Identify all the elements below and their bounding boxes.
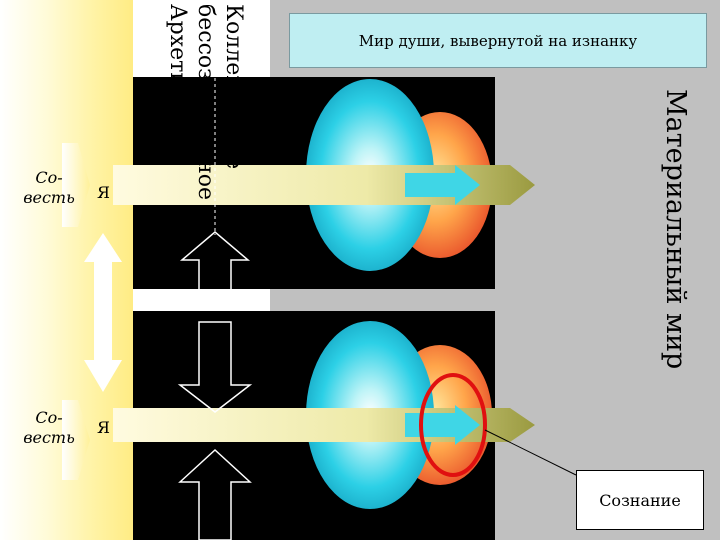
left-arrow-top — [62, 143, 90, 227]
hollow-arrow-up-2 — [178, 448, 252, 540]
page-title: Мир души, вывернутой на изнанку — [289, 13, 707, 68]
double-arrow — [84, 233, 122, 392]
left-arrow-bottom — [62, 400, 90, 480]
ego-label-bottom: Я — [97, 418, 110, 437]
material-world-label: Материальный мир — [655, 85, 705, 445]
vertical-text-line-2: бессознательное — [193, 4, 218, 200]
beam-arrow-top — [405, 165, 480, 205]
consciousness-pointer — [484, 429, 577, 476]
conscience-label-bottom: Со- весть — [23, 408, 75, 447]
material-world-text: Материальный мир — [660, 89, 691, 369]
collective-unconscious-label: Коллективное бессознательное Архетипы — [142, 0, 272, 240]
beam-arrow-bottom — [405, 405, 480, 445]
vertical-text-line-1: Коллективное — [221, 4, 246, 169]
hollow-arrow-down — [177, 321, 253, 413]
hollow-arrow-up-1 — [179, 231, 251, 299]
ego-label-top: Я — [97, 183, 110, 202]
white-area — [133, 0, 270, 77]
consciousness-highlight — [419, 373, 487, 477]
conscience-label-top: Со- весть — [23, 168, 75, 207]
vertical-text-line-3: Архетипы — [165, 4, 190, 119]
panel-gap — [270, 289, 495, 311]
consciousness-label: Сознание — [576, 470, 704, 530]
